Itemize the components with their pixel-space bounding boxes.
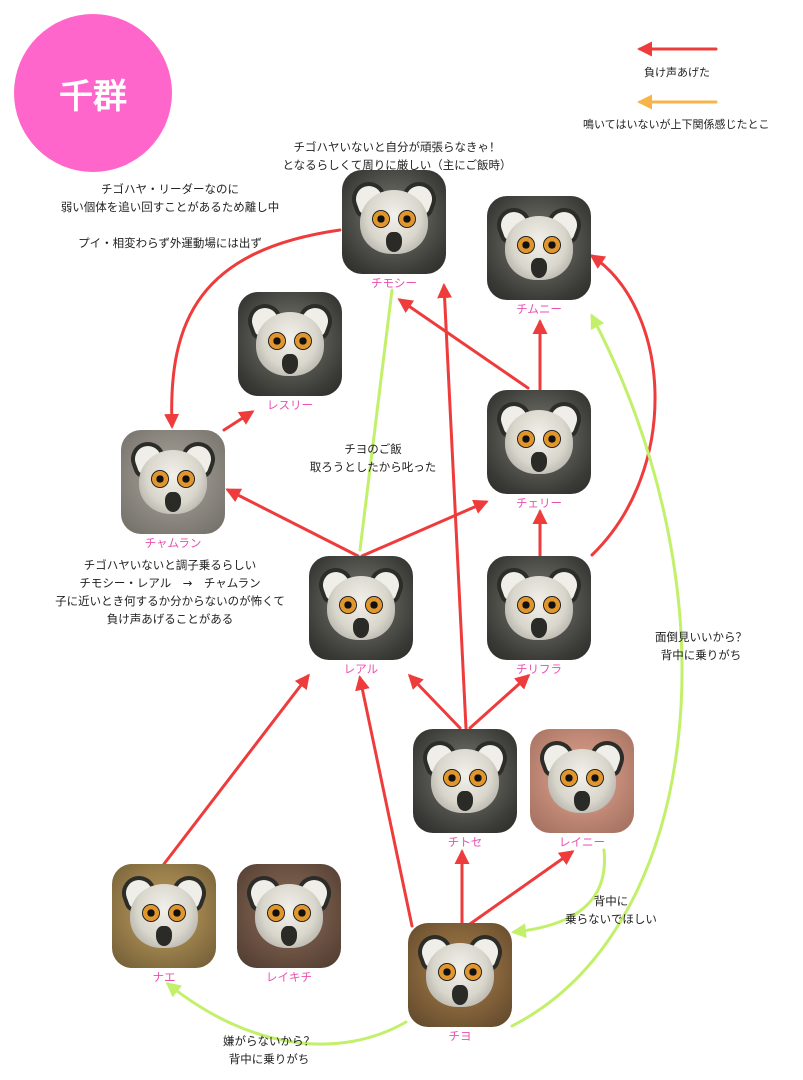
lemur-photo-chiyo [408, 923, 512, 1027]
lemur-name-chamuran: チャムラン [144, 536, 202, 550]
arrow-nae-reaaru [162, 673, 310, 866]
lemur-photo-chifura [487, 556, 591, 660]
legend-orange-label: 鳴いてはいないが上下関係感じたとこ [583, 118, 770, 131]
lemur-name-cheri: チェリー [516, 496, 562, 510]
lemur-name-chifura: チリフラ [516, 662, 562, 676]
group-title: 千群 [59, 76, 127, 117]
arrow-chiyo-chimuni-green [510, 313, 684, 1028]
lemur-name-nae: ナエ [152, 970, 176, 984]
lemur-photo-nae [112, 864, 216, 968]
lemur-name-chimoshi: チモシー [371, 276, 417, 290]
lemur-photo-chitose [413, 729, 517, 833]
arrow-chitose-chimoshi [437, 283, 468, 730]
node-reini[interactable]: レイニー [530, 729, 634, 850]
arrow-chiyo-reini [468, 850, 575, 926]
group-title-badge: 千群 [14, 14, 172, 172]
note-chamuran: チゴハヤいないと調子乗るらしい チモシー・レアル → チャムラン 子に近いとき何… [55, 558, 285, 626]
lemur-photo-cheri [487, 390, 591, 494]
lemur-name-reikichi: レイキチ [266, 970, 312, 984]
lemur-photo-chimoshi [342, 170, 446, 274]
note-chiyo-rice: チヨのご飯 取ろうとしたから叱った [309, 442, 437, 474]
node-chifura[interactable]: チリフラ [487, 556, 591, 677]
arrow-chitose-chifura [468, 673, 531, 730]
node-reikichi[interactable]: レイキチ [237, 864, 341, 985]
arrow-reini-chiyo-green [511, 848, 607, 939]
lemur-photo-chamuran [121, 430, 225, 534]
arrow-reaaru-chamuran [225, 488, 360, 558]
lemur-name-resuri: レスリー [267, 398, 313, 412]
arrow-chifura-chimuni [589, 254, 657, 557]
arrow-chitose-reaaru [407, 673, 462, 730]
arrow-chimoshi-chamuran [164, 228, 342, 429]
legend-red-label: 負け声あげた [644, 66, 710, 79]
lemur-name-reini: レイニー [559, 835, 605, 849]
note-mendou: 面倒見いいから？ 背中に乗りがち [655, 630, 747, 662]
lemur-photo-reini [530, 729, 634, 833]
lemur-name-reaaru: レアル [343, 662, 379, 676]
node-nae[interactable]: ナエ [112, 864, 216, 985]
lemur-name-chimuni: チムニー [516, 302, 562, 316]
lemur-name-chitose: チトセ [447, 835, 483, 849]
note-iyagaranai: 嫌がらないから？ 背中に乗りがち [223, 1034, 315, 1066]
lemur-photo-chimuni [487, 196, 591, 300]
node-chiyo[interactable]: チヨ [408, 923, 512, 1044]
note-chimoshi: チゴハヤいないと自分が頑張らなきゃ！ となるらしくて周りに厳しい（主にご飯時） [282, 140, 512, 172]
node-chimuni[interactable]: チムニー [487, 196, 591, 317]
node-chitose[interactable]: チトセ [413, 729, 517, 850]
node-resuri[interactable]: レスリー [238, 292, 342, 413]
arrow-chiyo-reaaru [355, 675, 414, 928]
arrow-chiyo-nae-green [165, 982, 408, 1046]
arrow-chamuran-resuri [222, 410, 255, 432]
note-leader: チゴハヤ・リーダーなのに 弱い個体を追い回すことがあるため離し中 プイ・相変わら… [60, 182, 280, 250]
note-senaka: 背中に 乗らないでほしい [565, 894, 657, 926]
lemur-photo-reaaru [309, 556, 413, 660]
node-chimoshi[interactable]: チモシー [342, 170, 446, 291]
node-reaaru[interactable]: レアル [309, 556, 413, 677]
lemur-photo-resuri [238, 292, 342, 396]
node-cheri[interactable]: チェリー [487, 390, 591, 511]
lemur-name-chiyo: チヨ [448, 1029, 472, 1043]
node-chamuran[interactable]: チャムラン [121, 430, 225, 551]
arrow-cheri-chimoshi [397, 298, 530, 390]
arrow-reaaru-cheri [360, 499, 489, 558]
arrow-chimoshi-reaaru-green [358, 288, 394, 552]
lemur-photo-reikichi [237, 864, 341, 968]
